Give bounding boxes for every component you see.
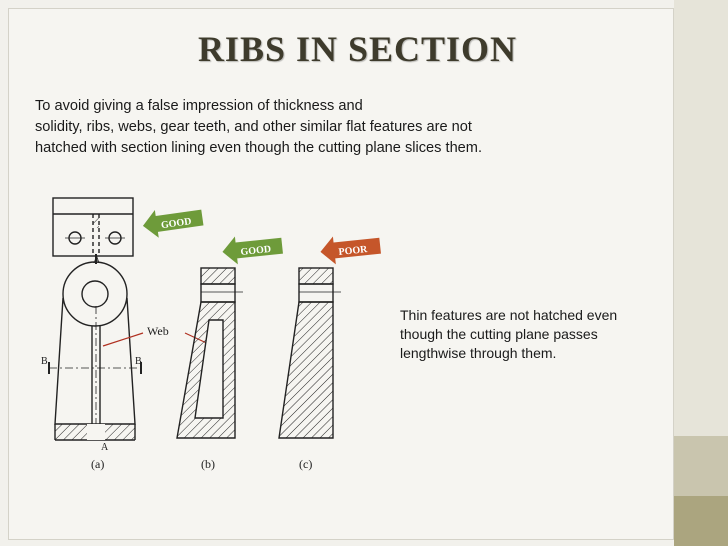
good-label-2: GOOD: [240, 244, 272, 258]
poor-label: POOR: [338, 244, 369, 258]
view-b: [176, 267, 243, 439]
good-label-1: GOOD: [160, 216, 192, 231]
section-mark-a-top: A: [93, 255, 101, 266]
good-arrow-2: GOOD: [222, 236, 283, 265]
caption-b: (b): [201, 457, 215, 471]
section-mark-a-bottom: A: [101, 442, 109, 453]
web-label: Web: [147, 324, 169, 338]
rib-section-figure: A A B B Web GOOD GOOD POOR (a) (b) (c): [35, 188, 395, 493]
intro-text: To avoid giving a false impression of th…: [35, 96, 665, 159]
intro-line-2: solidity, ribs, webs, gear teeth, and ot…: [35, 119, 472, 135]
caption-c: (c): [299, 457, 312, 471]
poor-arrow: POOR: [320, 236, 381, 265]
slide-title: RIBS IN SECTION: [197, 29, 518, 69]
section-mark-b-left: B: [41, 356, 48, 367]
intro-line-1: To avoid giving a false impression of th…: [35, 98, 363, 114]
caption-a: (a): [91, 457, 104, 471]
good-arrow-1: GOOD: [142, 209, 204, 238]
section-mark-b-right: B: [135, 356, 142, 367]
rib-drawings: A A B B Web GOOD GOOD POOR (a) (b) (c): [41, 197, 381, 471]
intro-line-3: hatched with section lining even though …: [35, 140, 483, 156]
slide-frame: [8, 8, 674, 540]
side-bar-mid: [674, 436, 728, 496]
side-bar-dark: [674, 496, 728, 546]
web-leader-a: [102, 332, 144, 347]
view-c: [278, 267, 341, 439]
top-block: [52, 197, 134, 257]
note-text: Thin features are not hatched even thoug…: [400, 307, 618, 361]
view-a: [48, 197, 142, 441]
side-bar-light: [674, 0, 728, 436]
